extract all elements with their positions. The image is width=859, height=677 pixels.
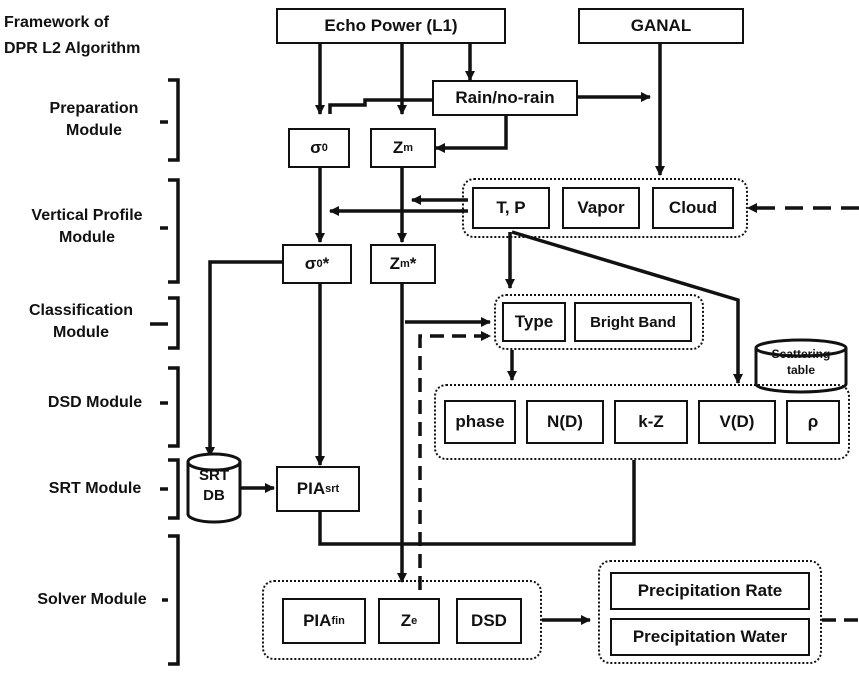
module-label-dsd: DSD Module — [47, 394, 143, 411]
module-label-srt: SRT Module — [48, 480, 142, 497]
node-phase: phase — [444, 400, 516, 444]
title-line1: Framework of — [4, 14, 109, 31]
group-solver — [262, 580, 542, 660]
group-classification — [494, 294, 704, 350]
title-line2: DPR L2 Algorithm — [4, 40, 141, 57]
diagram-title: Framework of DPR L2 Algorithm — [4, 10, 140, 62]
node-precipitation-rate: Precipitation Rate — [610, 572, 810, 610]
node-kz: k-Z — [614, 400, 688, 444]
arrow-tp-vd — [511, 230, 743, 384]
bracket-solver — [168, 534, 180, 666]
node-cloud: Cloud — [652, 187, 734, 229]
node-bright-band: Bright Band — [574, 302, 692, 342]
node-dsd: DSD — [456, 598, 522, 644]
bracket-srt — [168, 458, 180, 520]
arrow-rain-sigma0 — [328, 98, 432, 114]
node-rain-no-rain: Rain/no-rain — [432, 80, 578, 116]
bracket-dsd — [168, 366, 180, 448]
node-vapor: Vapor — [562, 187, 640, 229]
node-nd: N(D) — [526, 400, 604, 444]
bracket-preparation — [168, 78, 180, 162]
module-label-vertical-profile: Vertical Profile Module — [31, 207, 143, 246]
module-label-classification: Classification Module — [28, 302, 134, 341]
node-precipitation-water: Precipitation Water — [610, 618, 810, 656]
group-dsd — [434, 384, 850, 460]
bracket-vertical-profile — [168, 178, 180, 284]
node-ganal: GANAL — [578, 8, 744, 44]
arrow-piasrt-solver — [318, 460, 636, 546]
srt-db-cylinder — [186, 452, 242, 524]
bracket-classification — [168, 296, 180, 350]
arrow-sigma0star-srtdb — [205, 260, 282, 457]
scattering-table-cylinder — [754, 338, 848, 394]
node-vd: V(D) — [698, 400, 776, 444]
node-srt-db: SRT DB — [199, 467, 229, 504]
node-echo-power: Echo Power (L1) — [276, 8, 506, 44]
module-label-solver: Solver Module — [37, 591, 147, 608]
group-output — [598, 560, 822, 664]
node-type: Type — [502, 302, 566, 342]
node-scattering-table: Scattering table — [771, 347, 831, 377]
node-rho: ρ — [786, 400, 840, 444]
group-vertical-profile — [462, 178, 748, 238]
module-label-preparation: Preparation Module — [49, 100, 139, 139]
node-tp: T, P — [472, 187, 550, 229]
arrow-rain-zm — [435, 115, 508, 153]
dashed-ze-type — [418, 331, 491, 590]
